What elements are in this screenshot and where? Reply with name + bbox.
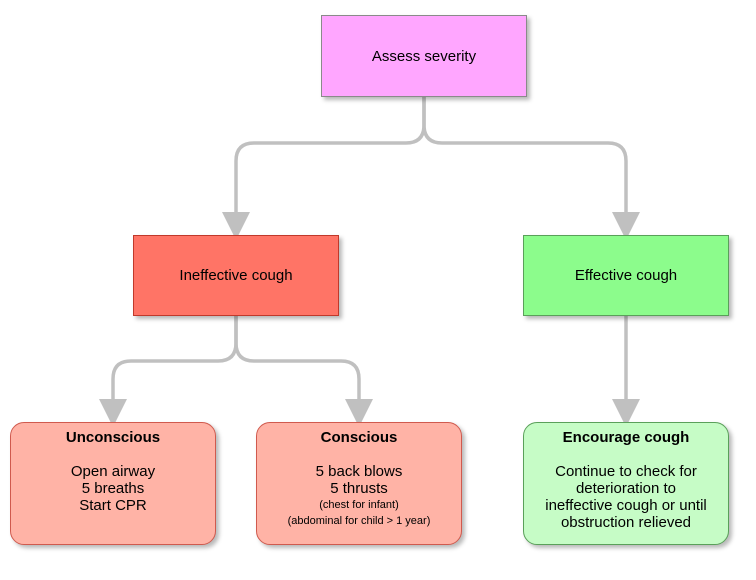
node-title: Unconscious: [65, 429, 161, 446]
connector-ineffective-to-conscious: [234, 316, 373, 427]
connector-assess-to-effective: [422, 97, 640, 240]
node-line: Open airway: [70, 463, 156, 480]
node-line: obstruction relieved: [560, 514, 692, 531]
node-note: (chest for infant): [319, 499, 399, 511]
node-label: Effective cough: [574, 267, 678, 284]
node-note: (abdominal for child > 1 year): [287, 515, 431, 527]
node-line: deterioration to: [575, 480, 677, 497]
node-line: ineffective cough or until: [545, 497, 707, 514]
node-label: Ineffective cough: [179, 267, 293, 284]
node-title: Encourage cough: [562, 429, 690, 446]
node-line: 5 thrusts: [330, 480, 388, 497]
connector-assess-to-ineffective: [222, 97, 426, 240]
node-line: 5 back blows: [315, 463, 403, 480]
node-effective-cough: Effective cough: [523, 235, 729, 316]
node-assess-severity: Assess severity: [321, 15, 527, 97]
connector-ineffective-to-unconscious: [99, 316, 238, 427]
node-title: Conscious: [320, 429, 398, 446]
node-ineffective-cough: Ineffective cough: [133, 235, 339, 316]
node-encourage-cough: Encourage cough Continue to check for de…: [523, 422, 729, 545]
node-unconscious: Unconscious Open airway 5 breaths Start …: [10, 422, 216, 545]
node-label: Assess severity: [371, 47, 477, 65]
node-line: Continue to check for: [555, 463, 697, 480]
node-line: Start CPR: [79, 497, 147, 514]
node-line: 5 breaths: [81, 480, 145, 497]
node-conscious: Conscious 5 back blows 5 thrusts (chest …: [256, 422, 462, 545]
